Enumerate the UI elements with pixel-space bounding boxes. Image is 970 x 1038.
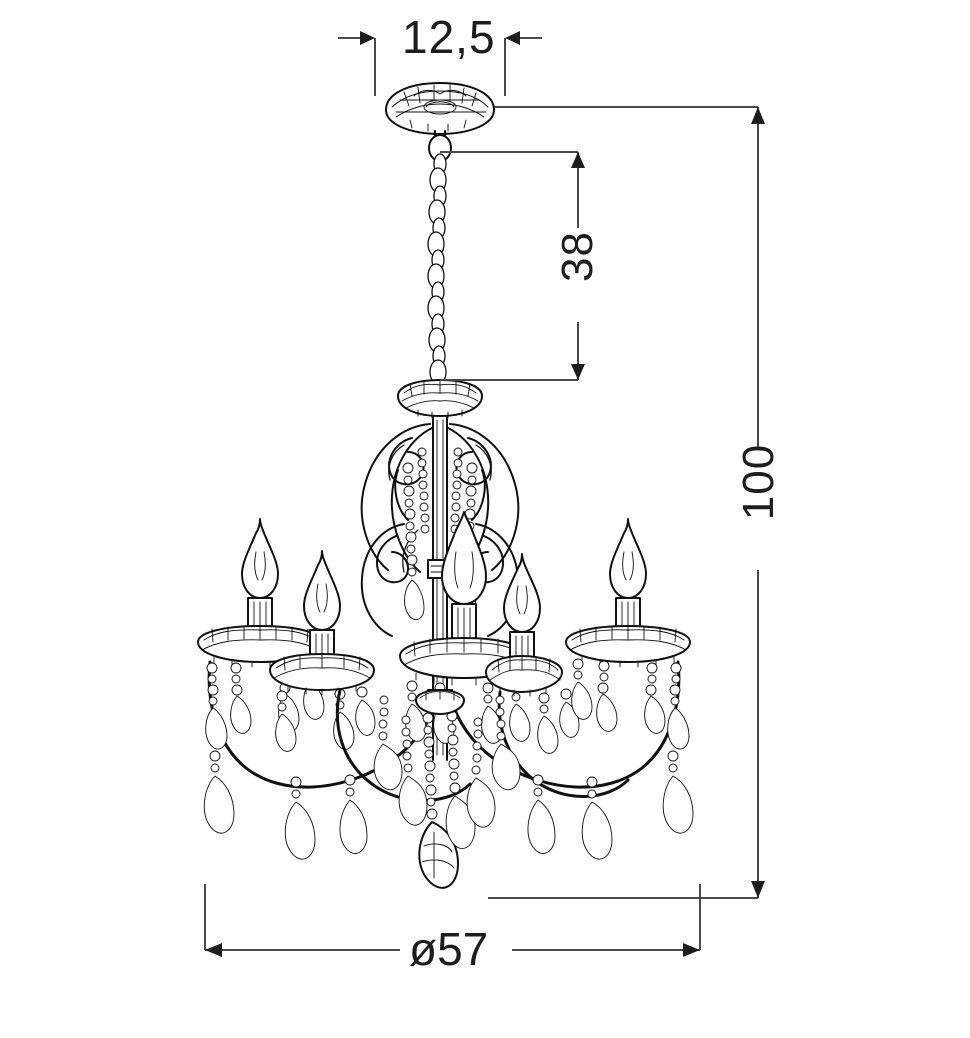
ceiling-canopy [385, 82, 495, 135]
dimension-line-canopy-width [338, 31, 542, 96]
center-crystal-cascade [373, 689, 521, 889]
candle-arm-1 [197, 518, 438, 860]
candle-arm-4 [485, 553, 630, 798]
upper-ornament-plate [397, 379, 483, 419]
candle-arm-5 [450, 518, 694, 860]
decorative-scrollwork [360, 423, 520, 573]
crystal-drops-arm-3 [405, 680, 531, 744]
dimension-line-chain-drop [440, 151, 585, 381]
crystal-drops-arm-1 [203, 658, 368, 860]
crystal-drops-arm-5 [527, 658, 694, 860]
dimension-line-diameter [204, 884, 701, 957]
suspension-chain [427, 130, 452, 385]
candle-arm-2 [269, 550, 472, 802]
mid-scroll-arms [360, 523, 520, 637]
dimension-label-canopy-width: 12,5 [402, 11, 496, 63]
dimension-line-total-height [488, 106, 765, 899]
dimension-label-chain-drop: 38 [553, 231, 602, 282]
dimension-label-total-height: 100 [734, 443, 783, 521]
dimension-label-diameter: ø57 [409, 923, 489, 975]
crystal-drops-arm-4 [537, 688, 580, 754]
candle-arm-3 [399, 511, 531, 744]
